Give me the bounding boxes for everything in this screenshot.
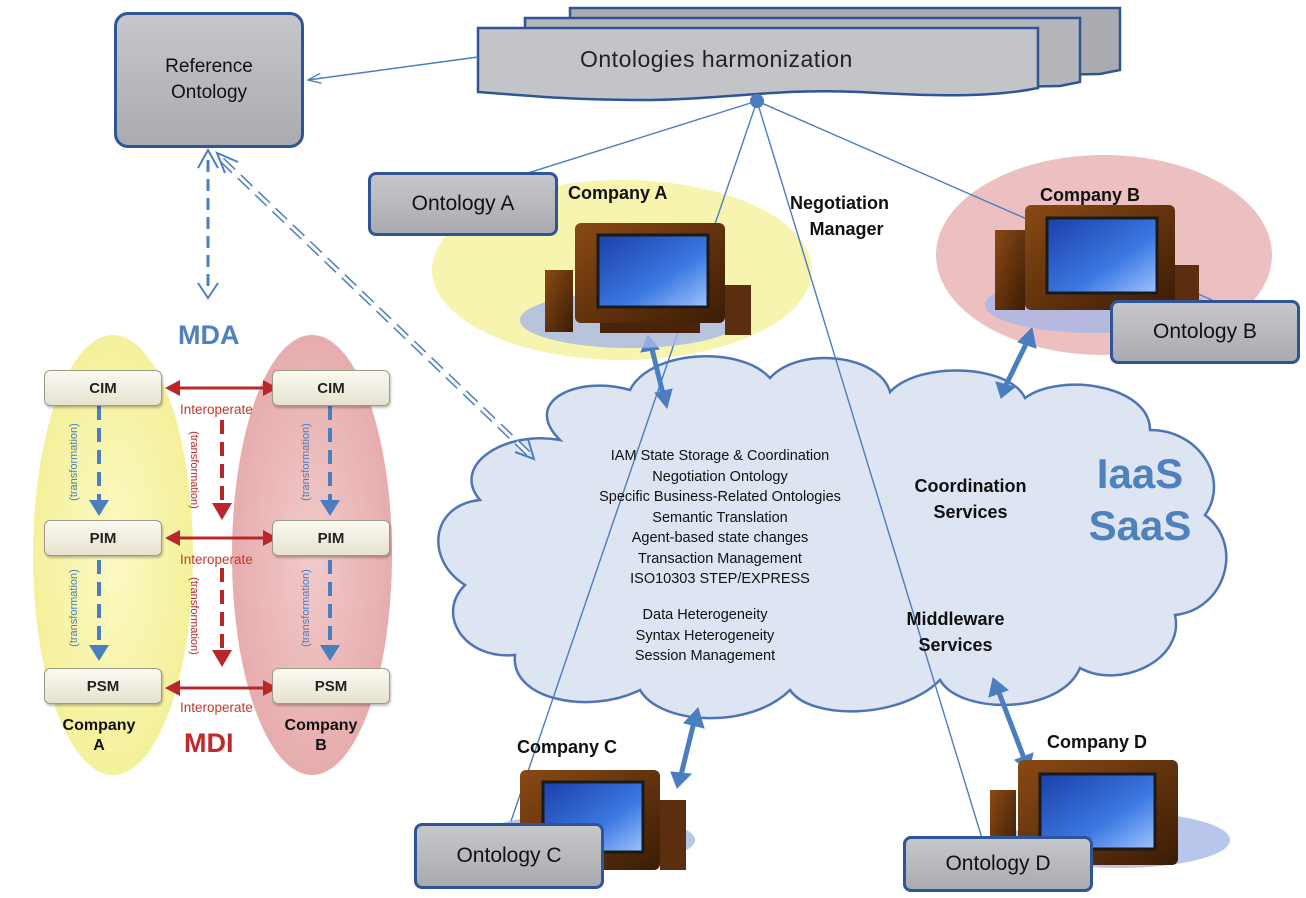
reference-line2: Ontology [170,82,248,103]
cloud-item: Semantic Translation [652,509,788,526]
coordination-line1: Coordination [914,476,1027,496]
ontology-c-box[interactable]: Ontology C [414,823,604,889]
pim-box-b[interactable]: PIM [272,520,390,556]
coordination-services-label: Coordination Services [893,473,1048,525]
interoperate-label-cim: Interoperate [180,402,253,417]
line-ontology-c [507,100,758,831]
reference-line1: Reference [165,56,253,77]
mda-company-b-label: Company B [276,716,366,756]
ontology-b-box[interactable]: Ontology B [1110,300,1300,364]
saas-label: SaaS [1088,502,1192,549]
mda-company-a-line2: A [93,737,105,754]
interoperate-label-pim: Interoperate [180,552,253,567]
iaas-label: IaaS [1096,450,1184,497]
cloud-item: ISO10303 STEP/EXPRESS [630,571,810,587]
cloud-list-top: IAM State Storage & Coordination Negotia… [550,446,890,590]
psm-box-b[interactable]: PSM [272,668,390,704]
mda-label: MDA [178,320,240,350]
mda-company-b-line1: Company [284,717,358,734]
interoperate-arrowheads [165,380,278,696]
transformation-label: (transformation) [67,423,80,501]
cloud-item: Specific Business-Related Ontologies [599,489,841,505]
cloud-item: Negotiation Ontology [652,468,788,485]
ref-mda-arrowhead-up [197,147,219,169]
cim-box-a[interactable]: CIM [44,370,162,406]
middleware-services-label: Middleware Services [888,606,1023,658]
cloud-item: Transaction Management [638,550,802,567]
negotiation-line1: Negotiation [790,193,889,213]
company-c-label: Company C [517,737,618,757]
coordination-line2: Services [933,502,1008,522]
company-a-label: Company A [568,183,668,203]
cim-box-b[interactable]: CIM [272,370,390,406]
computer-a [520,223,751,348]
transformation-label: (transformation) [67,569,80,647]
cloud-item: Data Heterogeneity [642,607,768,623]
transformation-label: (transformation) [299,423,312,501]
cloud-shape [437,355,1228,720]
cloud-list-bottom: Data Heterogeneity Syntax Heterogeneity … [550,605,860,667]
mda-company-a-line1: Company [62,717,136,734]
negotiation-manager-label: Negotiation Manager [790,190,889,242]
ref-cloud-dashed [215,151,536,461]
psm-box-a[interactable]: PSM [44,668,162,704]
ref-mda-arrowhead-down [197,282,219,300]
interoperate-arrows [175,386,268,690]
harmonization-label: Ontologies harmonization [580,46,853,72]
transformation-label: (transformation) [299,569,312,647]
transformation-arrowheads-red [212,503,232,667]
mdi-label: MDI [184,728,234,758]
transformation-arrows-blue [97,406,332,650]
reference-ontology-box[interactable]: Reference Ontology [114,12,304,148]
pim-box-a[interactable]: PIM [44,520,162,556]
mda-company-a-label: Company A [54,716,144,756]
cloud-item: Syntax Heterogeneity [635,627,775,644]
harmonization-front [476,26,1040,102]
mda-company-b-line2: B [315,737,327,754]
ontology-d-box[interactable]: Ontology D [903,836,1093,892]
line-harmonization-reference [308,56,479,80]
company-b-label: Company B [1040,185,1141,205]
cloud-item: IAM State Storage & Coordination [610,448,830,464]
line-ontology-d [756,100,989,859]
interoperate-label-psm: Interoperate [180,700,253,715]
cloud-item: Session Management [634,648,776,664]
transformation-label: (transformation) [187,431,200,509]
company-d-label: Company D [1047,732,1148,752]
middleware-line2: Services [918,635,993,655]
ontology-a-box[interactable]: Ontology A [368,172,558,236]
transformation-label: (transformation) [187,577,200,655]
company-cloud-arrows [640,326,1037,789]
service-models-label: IaaS SaaS [1070,448,1210,552]
transformation-arrowheads-blue [89,500,340,661]
cloud-item: Agent-based state changes [631,530,809,546]
middleware-line1: Middleware [906,609,1005,629]
negotiation-line2: Manager [809,219,884,239]
